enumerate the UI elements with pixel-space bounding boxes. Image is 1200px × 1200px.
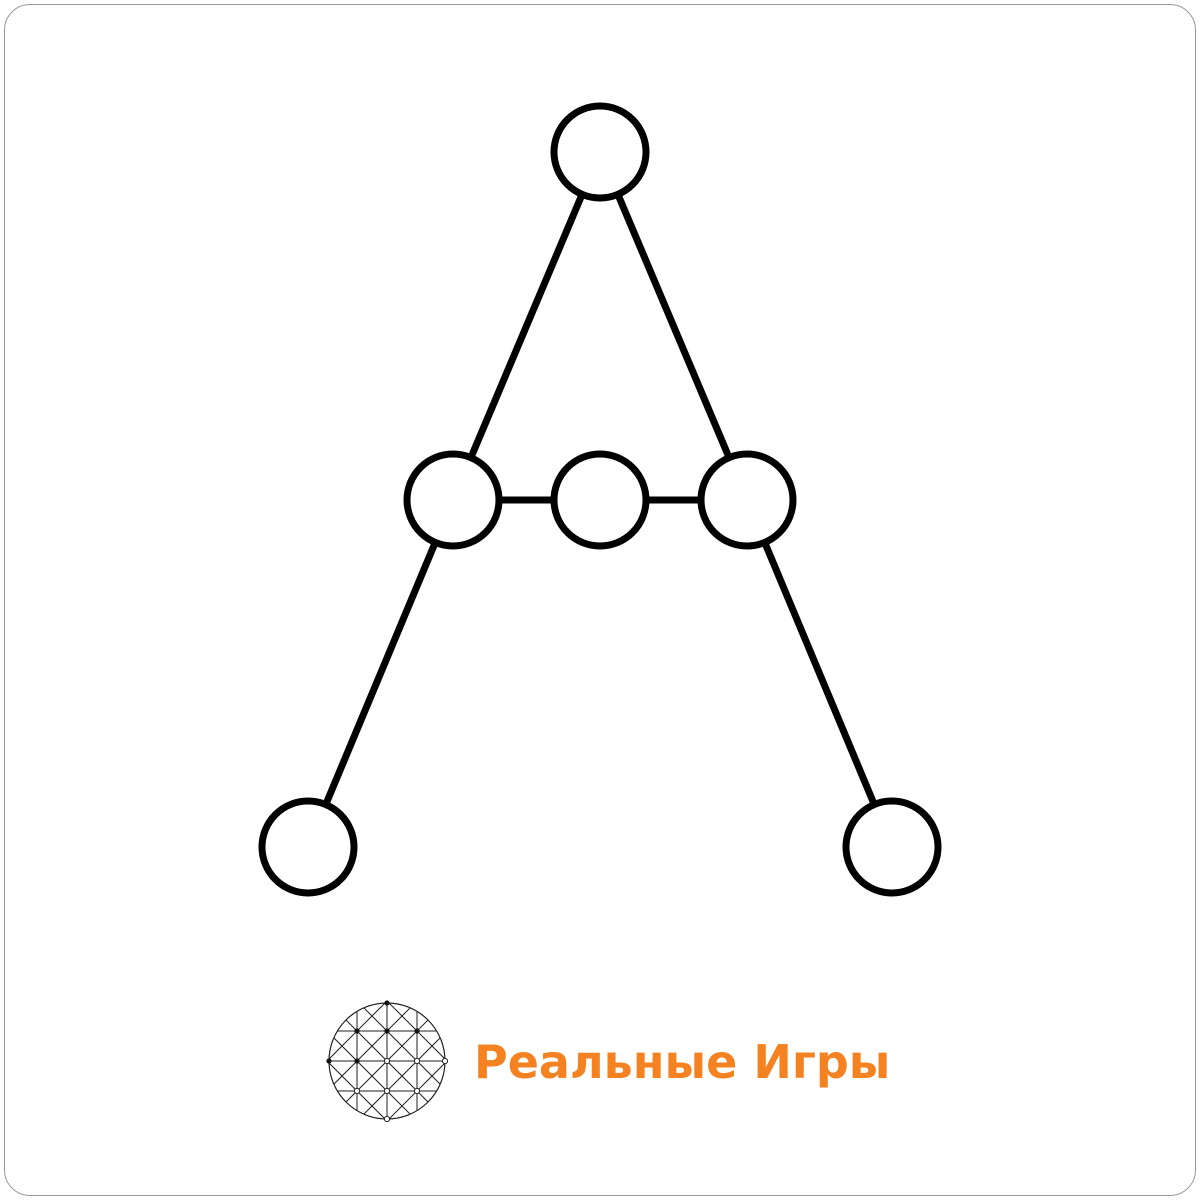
node-top — [550, 102, 650, 202]
node-mid-center — [550, 450, 650, 550]
brand-name: Реальные Игры — [474, 1035, 891, 1089]
grid-circle-logo-icon — [326, 1000, 449, 1123]
node-bottom-left — [258, 797, 358, 897]
node-bottom-right — [842, 797, 942, 897]
edge-mid-left-bottom-left — [304, 498, 457, 849]
nodes-layer — [258, 102, 942, 897]
edge-mid-right-bottom-right — [743, 498, 896, 849]
edge-top-mid-left — [449, 150, 604, 502]
node-mid-left — [403, 450, 503, 550]
node-mid-right — [697, 450, 797, 550]
edges-layer — [304, 150, 896, 849]
card-frame — [4, 4, 1196, 1196]
edge-top-mid-right — [596, 150, 751, 502]
